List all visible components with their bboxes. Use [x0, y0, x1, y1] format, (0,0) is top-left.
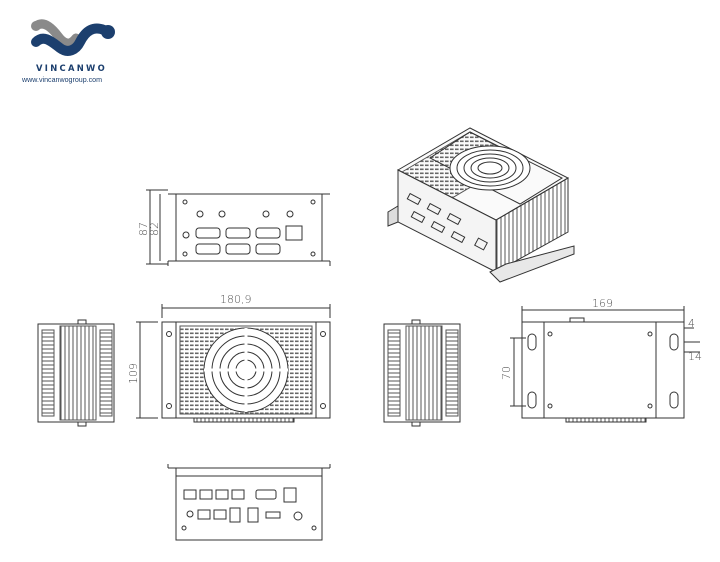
serial-port-row-bottom — [195, 243, 281, 255]
bottom-view — [510, 306, 700, 423]
logo-brand-text: VINCANWO — [36, 63, 108, 73]
isometric-view — [387, 127, 575, 283]
dim-180-9-label: 180,9 — [220, 293, 252, 306]
dim-87-label: 87 — [137, 222, 150, 236]
lan-ports-top — [183, 489, 245, 500]
dim-82-label: 82 — [148, 222, 161, 236]
right-side-view — [383, 319, 461, 427]
dim-169-label: 169 — [592, 297, 613, 310]
dim-14-label: 14 — [688, 350, 702, 363]
lan-ports-bottom — [197, 509, 227, 520]
logo-url-text: www.vincanwogroup.com — [22, 76, 103, 84]
dim-4-label: 4 — [688, 317, 695, 330]
usb-port-b — [247, 507, 259, 523]
hdmi-port — [265, 511, 281, 519]
top-view — [136, 304, 331, 423]
serial-port-row-top — [195, 227, 281, 239]
switch-cutout — [285, 225, 303, 241]
usb-port-stack — [283, 487, 297, 503]
usb-port-a — [229, 507, 241, 523]
logo-mark-icon — [31, 19, 115, 56]
rear-io-view — [167, 464, 331, 541]
vincanwo-logo: VINCANWO www.vincanwogroup.com — [22, 16, 132, 88]
left-side-view — [37, 319, 115, 427]
power-jack — [293, 511, 303, 521]
dim-109-label: 109 — [127, 363, 140, 384]
dim-70-label: 70 — [500, 366, 513, 380]
front-panel-view — [146, 189, 331, 266]
vga-port — [255, 489, 277, 500]
